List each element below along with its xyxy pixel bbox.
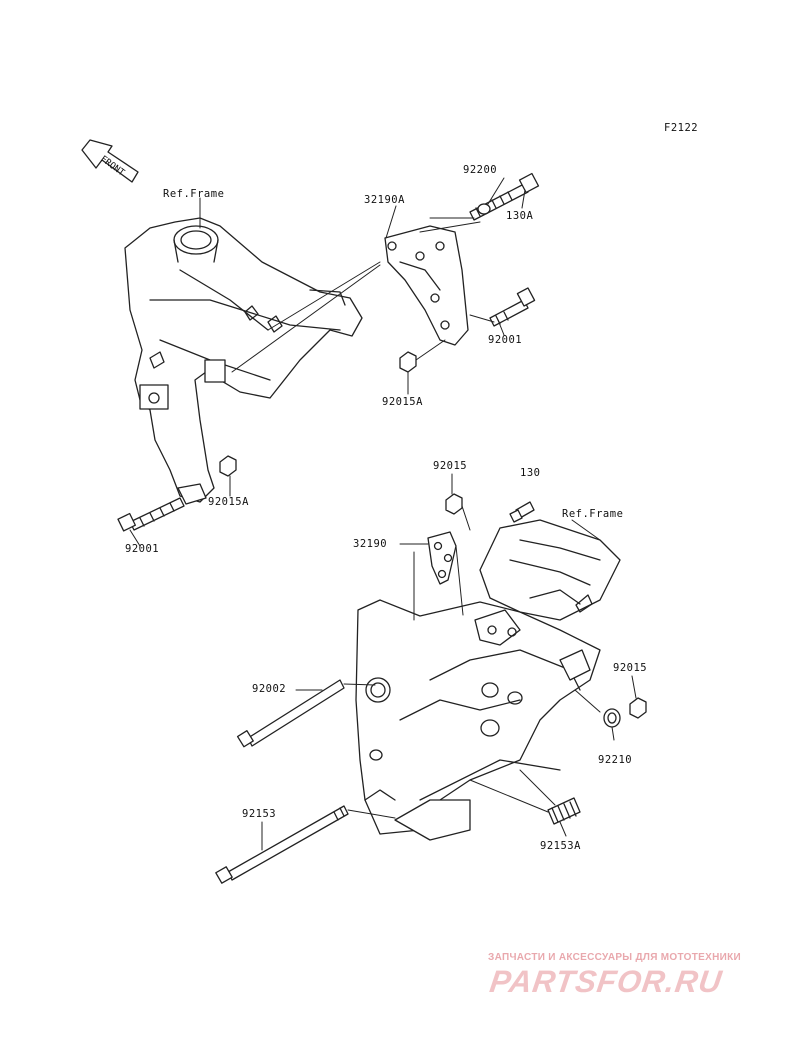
part-label-32190: 32190 <box>353 538 388 550</box>
bolt-92001-lower <box>117 497 185 532</box>
nut-92015A-upper <box>399 351 417 373</box>
part-label-92153: 92153 <box>242 808 277 820</box>
bracket-32190A <box>384 221 481 346</box>
watermark-tagline: ЗАПЧАСТИ И АКСЕССУАРЫ ДЛЯ МОТОТЕХНИКИ <box>488 952 741 963</box>
part-label-130A: 130A <box>506 210 534 222</box>
part-label-92015-top: 92015 <box>433 460 468 472</box>
watermark-logo: PARTSFOR.RU <box>487 964 725 999</box>
part-label-92001-lower: 92001 <box>125 543 160 555</box>
part-label-32190A: 32190A <box>364 194 405 206</box>
ref-frame-label-upper: Ref.Frame <box>163 188 225 200</box>
washer-92200 <box>477 203 491 215</box>
part-label-92015A-lower: 92015A <box>208 496 249 508</box>
part-label-92153A: 92153A <box>540 840 581 852</box>
nut-92015-top <box>445 493 463 515</box>
bolt-130 <box>509 501 535 523</box>
part-label-92002: 92002 <box>252 683 287 695</box>
part-label-92210: 92210 <box>598 754 633 766</box>
bolt-92153 <box>215 805 349 884</box>
part-label-92015A-upper: 92015A <box>382 396 423 408</box>
ref-frame-label-lower: Ref.Frame <box>562 508 624 520</box>
nut-92015-right <box>629 697 647 719</box>
part-label-92200: 92200 <box>463 164 498 176</box>
stud-92153A <box>547 797 581 825</box>
part-label-130: 130 <box>520 467 541 479</box>
bracket-32190 <box>427 531 457 585</box>
figure-code: F2122 <box>664 122 699 134</box>
collar-92210 <box>603 708 621 728</box>
part-label-92015-right: 92015 <box>613 662 648 674</box>
bolt-92001-upper <box>489 287 536 327</box>
front-arrow-icon: FRONT <box>81 139 139 183</box>
bolt-92002 <box>236 679 345 748</box>
upper-frame-part <box>124 217 363 505</box>
part-label-92001-upper: 92001 <box>488 334 523 346</box>
nut-92015A-lower <box>219 455 237 477</box>
lower-frame-part <box>355 519 621 841</box>
